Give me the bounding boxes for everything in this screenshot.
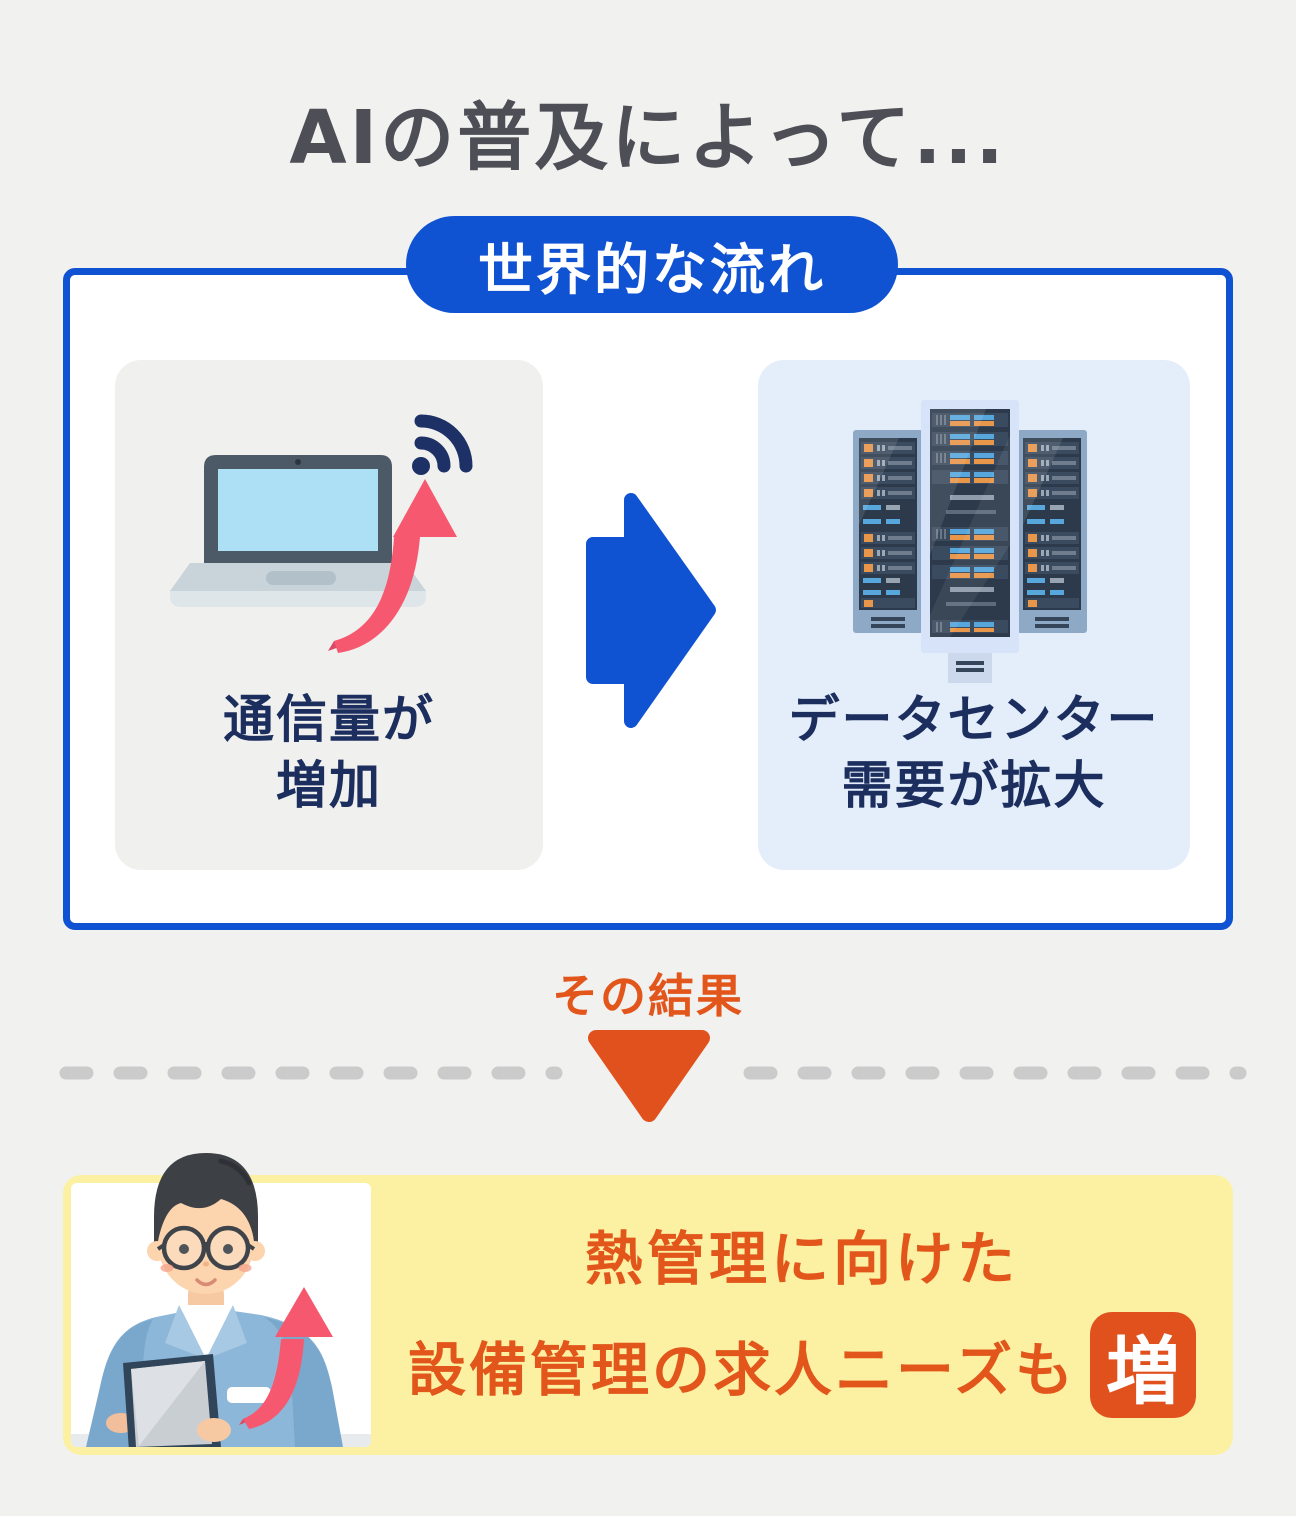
triangle-down-icon	[588, 1030, 710, 1122]
card-datacenter-label: データセンター 需要が拡大	[758, 688, 1190, 821]
result-label: その結果	[552, 969, 744, 1023]
outcome-text-block: 熱管理に向けた 設備管理の求人ニーズも 増	[371, 1175, 1233, 1455]
card-traffic-line1: 通信量が	[222, 691, 435, 750]
server-racks-icon	[853, 400, 1087, 683]
outcome-line1: 熱管理に向けた	[584, 1225, 1019, 1293]
arrow-right-icon	[586, 493, 716, 728]
laptop-wifi-up-arrow-icon	[170, 414, 473, 653]
global-flow-badge: 世界的な流れ	[406, 216, 898, 313]
card-datacenter-line2: 需要が拡大	[841, 757, 1107, 817]
page-title: AIの普及によって...	[289, 95, 1007, 181]
card-traffic-label: 通信量が 増加	[115, 688, 543, 821]
card-datacenter-line1: データセンター	[788, 691, 1160, 750]
card-traffic-line2: 増加	[275, 757, 382, 817]
increase-badge: 増	[1090, 1312, 1197, 1418]
outcome-line2: 設備管理の求人ニーズも	[407, 1336, 1077, 1404]
facility-worker-up-arrow-icon	[71, 1153, 371, 1447]
outcome-line2-row: 設備管理の求人ニーズも 増	[407, 1312, 1197, 1418]
card-traffic-increase: 通信量が 増加	[115, 360, 543, 870]
